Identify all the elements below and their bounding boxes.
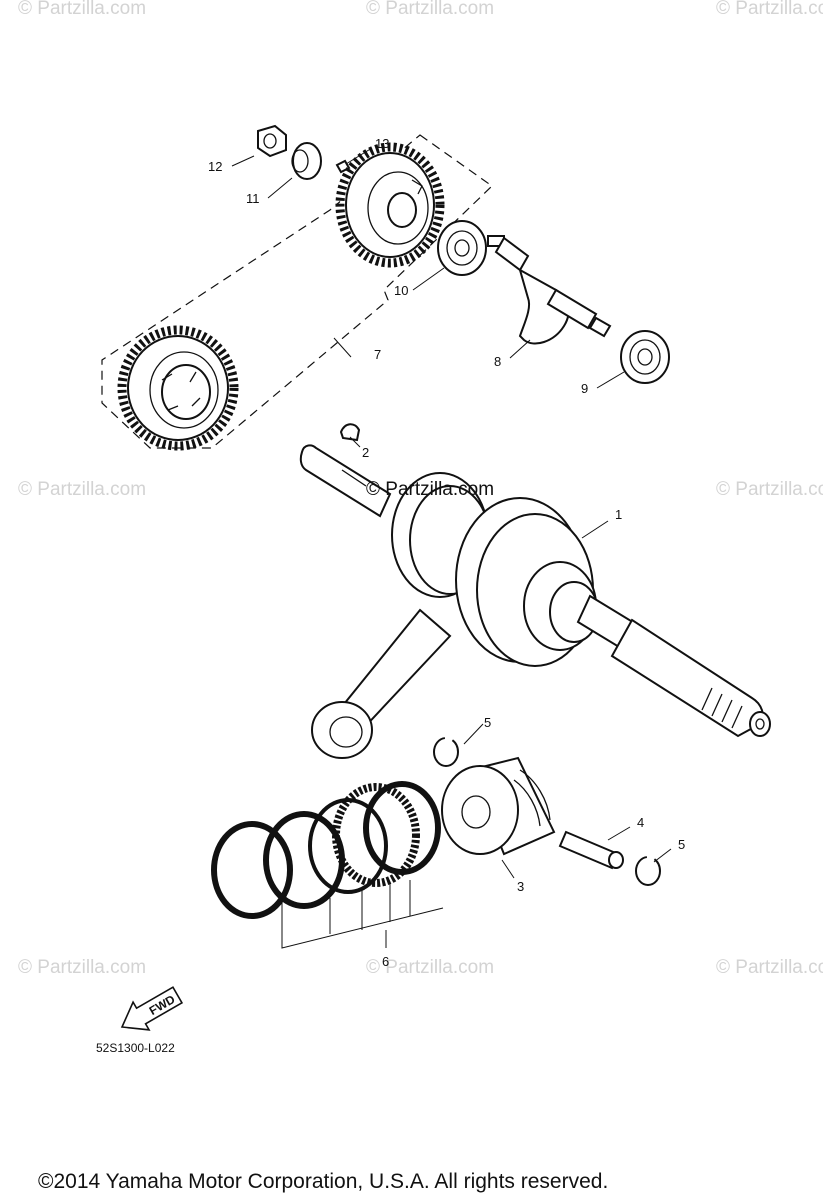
part-6-piston-rings	[211, 781, 441, 919]
watermark: © Partzilla.com	[366, 957, 494, 978]
callout-13: 13	[375, 136, 389, 151]
watermark: © Partzilla.com	[716, 479, 823, 500]
part-8-balancer-shaft	[487, 235, 612, 345]
callout-9: 9	[581, 381, 588, 396]
part-5-clip-lower	[635, 856, 661, 886]
diagram-code: 52S1300-L022	[96, 1041, 175, 1055]
watermark: © Partzilla.com	[716, 0, 823, 19]
callout-8: 8	[494, 354, 501, 369]
part-3-piston	[441, 756, 556, 856]
callout-7: 7	[374, 347, 381, 362]
callout-3: 3	[517, 879, 524, 894]
callout-11: 11	[246, 191, 260, 206]
part-9-bearing	[620, 330, 670, 384]
leader-lines	[231, 147, 672, 949]
callout-5-upper: 5	[484, 715, 491, 730]
callout-1: 1	[615, 507, 622, 522]
fwd-arrow-icon: FWD	[120, 986, 184, 1031]
watermark: © Partzilla.com	[18, 957, 146, 978]
watermark: © Partzilla.com	[716, 957, 823, 978]
center-watermark: © Partzilla.com	[366, 479, 494, 500]
callout-5-lower: 5	[678, 837, 685, 852]
watermark: © Partzilla.com	[18, 479, 146, 500]
watermark-layer: © Partzilla.com © Partzilla.com © Partzi…	[18, 0, 823, 978]
part-4-piston-pin	[558, 830, 624, 870]
part-1-crankshaft	[299, 444, 771, 759]
watermark: © Partzilla.com	[366, 0, 494, 19]
callout-10: 10	[394, 283, 408, 298]
part-5-clip-upper	[433, 737, 459, 767]
part-11-washer	[291, 142, 322, 180]
part-7-gear-drive	[117, 325, 239, 451]
watermark: © Partzilla.com	[18, 0, 146, 19]
copyright-notice: ©2014 Yamaha Motor Corporation, U.S.A. A…	[38, 1170, 608, 1193]
part-2-key	[339, 423, 361, 442]
callout-12: 12	[208, 159, 222, 174]
callout-4: 4	[637, 815, 644, 830]
part-10-bearing	[437, 220, 487, 276]
gear-assembly-outline	[101, 134, 493, 449]
callout-2: 2	[362, 445, 369, 460]
callout-labels: 1 2 3 4 5 5 6 7 8 9 10 11 12 13	[208, 136, 685, 969]
callout-6: 6	[382, 954, 389, 969]
upper-gear	[335, 142, 445, 268]
part-12-nut	[257, 124, 287, 158]
